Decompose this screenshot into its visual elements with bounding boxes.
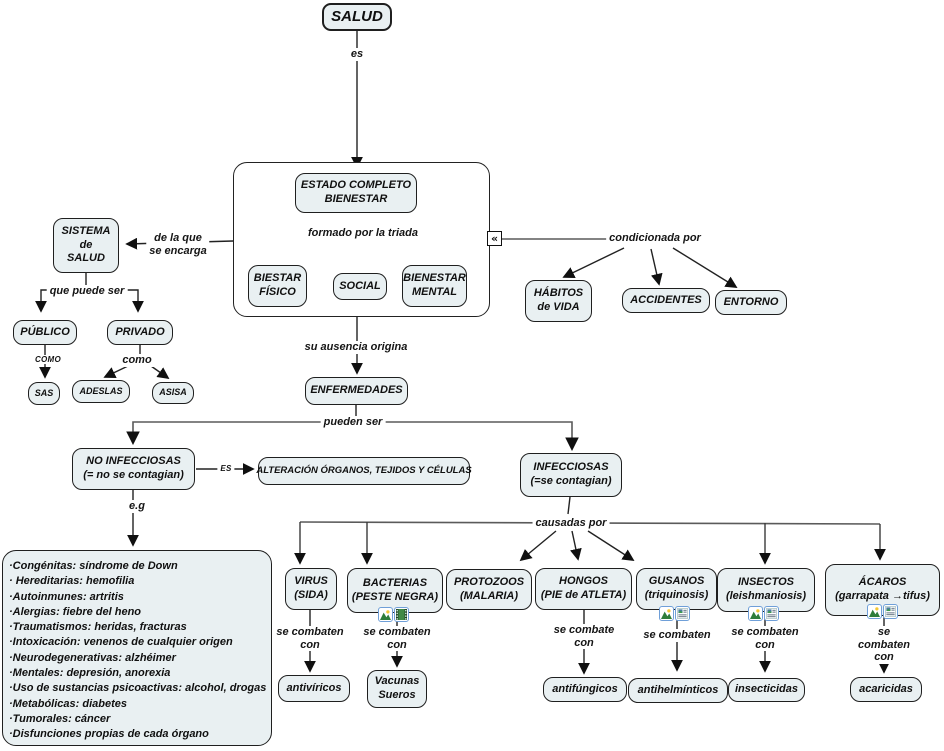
link-label-formado-por-la-triada: formado por la triada [304, 227, 422, 240]
node-entorno[interactable]: ENTORNO [715, 290, 787, 315]
node-antihelminticos[interactable]: antihelmínticos [628, 678, 728, 703]
node-antiviricos[interactable]: antivíricos [278, 675, 350, 702]
node-bienestar-mental[interactable]: BIENESTAR MENTAL [402, 265, 467, 307]
node-insecticidas[interactable]: insecticidas [728, 678, 805, 702]
list-item: ·Traumatismos: heridas, fracturas [9, 621, 187, 634]
node-social[interactable]: SOCIAL [333, 273, 387, 300]
node-estado-completo-bienestar[interactable]: ESTADO COMPLETO BIENESTAR [295, 173, 417, 213]
link-label-condicionada-por: condicionada por [606, 232, 704, 245]
link-label-es: es [347, 48, 367, 61]
link-label-que-puede-ser: que puede ser [46, 285, 128, 298]
link-label-se-combaten-gusanos: se combaten [640, 629, 714, 642]
document-resource-icon[interactable] [883, 604, 898, 619]
node-asisa[interactable]: ASISA [152, 382, 194, 404]
no-infecciosas-examples-box[interactable]: ·Congénitas: síndrome de Down · Heredita… [2, 550, 272, 746]
node-antifungicos[interactable]: antifúngicos [543, 677, 627, 702]
link-label-se-combaten-bacterias: se combaten con [360, 626, 434, 652]
node-acaricidas[interactable]: acaricidas [850, 677, 922, 702]
list-item: ·Metabólicas: diabetes [9, 697, 127, 710]
node-acaros[interactable]: ÁCAROS (garrapata →tifus) [825, 564, 940, 616]
list-item: ·Mentales: depresión, anorexia [9, 667, 171, 680]
list-item: ·Tumorales: cáncer [9, 712, 111, 725]
node-enfermedades[interactable]: ENFERMEDADES [305, 377, 408, 405]
node-gusanos[interactable]: GUSANOS (triquinosis) [636, 568, 717, 610]
video-resource-icon[interactable] [394, 607, 409, 622]
node-insectos[interactable]: INSECTOS (leishmaniosis) [717, 568, 815, 612]
document-resource-icon[interactable] [764, 606, 779, 621]
node-alteracion-organos[interactable]: ALTERACIÓN ÓRGANOS, TEJIDOS Y CÉLULAS [256, 457, 472, 485]
image-resource-icon[interactable] [748, 606, 763, 621]
link-label-es-alteracion: ES [217, 464, 235, 474]
node-bacterias[interactable]: BACTERIAS (PESTE NEGRA) [347, 568, 443, 613]
image-resource-icon[interactable] [659, 606, 674, 621]
image-resource-icon[interactable] [378, 607, 393, 622]
node-accidentes[interactable]: ACCIDENTES [622, 288, 710, 313]
link-label-se-combaten-virus: se combaten con [273, 626, 347, 652]
node-adeslas[interactable]: ADESLAS [72, 380, 130, 403]
list-item: ·Congénitas: síndrome de Down [9, 560, 178, 572]
node-publico[interactable]: PÚBLICO [13, 320, 77, 345]
node-sas[interactable]: SAS [28, 382, 60, 405]
node-hongos[interactable]: HONGOS (PIE de ATLETA) [535, 568, 632, 610]
list-item: · Hereditarias: hemofilia [9, 575, 135, 588]
link-label-como-privado: como [119, 354, 155, 367]
node-infecciosas[interactable]: INFECCIOSAS (=se contagian) [520, 453, 622, 497]
document-resource-icon[interactable] [675, 606, 690, 621]
link-label-se-combaten-insectos: se combaten con [728, 626, 802, 652]
node-virus[interactable]: VIRUS (SIDA) [285, 568, 337, 610]
node-vacunas-sueros[interactable]: Vacunas Sueros [367, 670, 427, 708]
link-label-como-publico: COMO [31, 355, 65, 365]
link-label-de-la-que-se-encarga: de la que se encarga [146, 232, 210, 258]
link-label-su-ausencia-origina: su ausencia origina [301, 341, 411, 354]
list-item: ·Intoxicación: venenos de cualquier orig… [9, 636, 233, 649]
list-item: ·Uso de sustancias psicoactivas: alcohol… [9, 682, 267, 695]
node-protozoos[interactable]: PROTOZOOS (MALARIA) [446, 569, 532, 610]
node-salud[interactable]: SALUD [322, 3, 392, 31]
node-habitos-de-vida[interactable]: HÁBITOS de VIDA [525, 280, 592, 322]
collapse-icon[interactable]: « [487, 231, 502, 246]
node-biestar-fisico[interactable]: BIESTAR FÍSICO [248, 265, 307, 307]
list-item: ·Disfunciones propias de cada órgano [9, 728, 209, 741]
link-label-se-combate-hongos: se combate con [550, 624, 618, 650]
link-label-se-combaten-acaros: se combaten con [854, 626, 914, 664]
list-item: ·Alergias: fiebre del heno [9, 605, 142, 618]
node-no-infecciosas[interactable]: NO INFECCIOSAS (= no se contagian) [72, 448, 195, 490]
node-privado[interactable]: PRIVADO [107, 320, 173, 345]
list-item: ·Neurodegenerativas: alzhéimer [9, 651, 176, 664]
link-label-eg: e.g [126, 500, 148, 513]
link-label-pueden-ser: pueden ser [320, 416, 386, 429]
image-resource-icon[interactable] [867, 604, 882, 619]
link-label-causadas-por: causadas por [532, 517, 610, 530]
list-item: ·Autoinmunes: artritis [9, 590, 124, 603]
node-sistema-de-salud[interactable]: SISTEMA de SALUD [53, 218, 119, 273]
